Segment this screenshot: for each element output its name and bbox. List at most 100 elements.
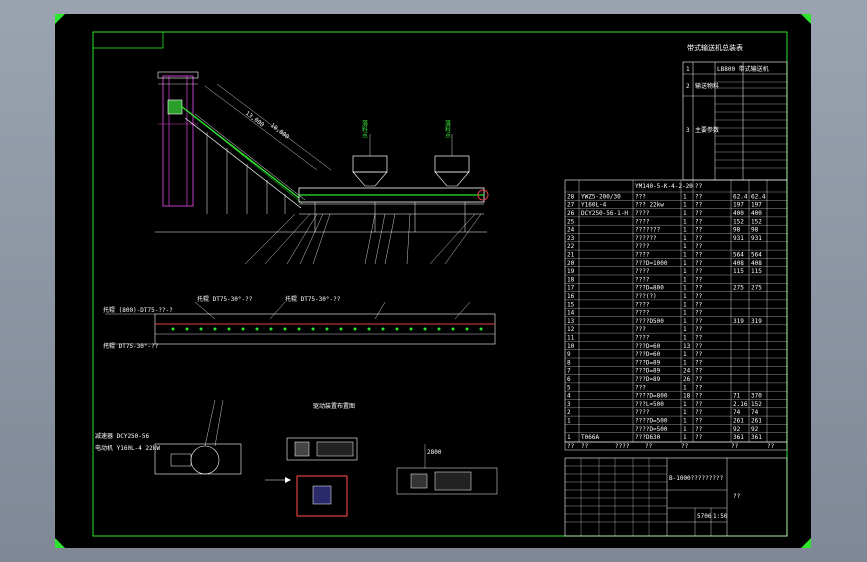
parts-cell-num: 8 bbox=[567, 359, 571, 366]
layout-title: 驱动装置布置图 bbox=[313, 402, 355, 410]
parts-cell-qty: 1 bbox=[683, 252, 687, 259]
parts-cell-qty: 1 bbox=[683, 310, 687, 317]
parts-cell-qty: 1 bbox=[683, 260, 687, 267]
parts-cell-name: ???D=60 bbox=[635, 351, 661, 358]
parts-cell-num: 1 bbox=[567, 418, 571, 425]
drive-pulley bbox=[190, 445, 220, 475]
parts-cell-w2: 261 bbox=[751, 418, 762, 425]
parts-cell-w1: 62.4 bbox=[733, 193, 748, 200]
parts-cell-name: ???? bbox=[635, 301, 650, 308]
plan-label-d: 托辊 DT75-30°-?? bbox=[285, 295, 341, 303]
parts-cell-num: 27 bbox=[567, 202, 575, 209]
plan-view: 托辊 (800)-DT75-??-? 托辊 DT75-30°-?? 托辊 DT7… bbox=[103, 295, 496, 350]
parts-cell-num: 24 bbox=[567, 227, 575, 234]
footer-header-cell: ?? bbox=[681, 443, 689, 450]
parts-cell-name: ???D=1000 bbox=[635, 260, 668, 267]
frame-tag-box bbox=[92, 31, 164, 49]
parts-cell-mat: ?? bbox=[695, 376, 703, 383]
parts-cell-w1: 261 bbox=[733, 418, 744, 425]
parts-cell-qty: 1 bbox=[683, 285, 687, 292]
footer-header-cell: ?? bbox=[731, 443, 739, 450]
parts-cell-num: 16 bbox=[567, 293, 575, 300]
spec-block: 带式输送机总装表 1 LB800 带式输送机 2 输送物料 3 主要参数 bbox=[682, 43, 788, 181]
parts-cell-qty: 1 bbox=[683, 202, 687, 209]
feed-label-1: 落料点 bbox=[361, 119, 368, 139]
parts-cell-w1: 408 bbox=[733, 260, 744, 267]
parts-cell-mat: ?? bbox=[695, 393, 703, 400]
parts-cell-num: 22 bbox=[567, 243, 575, 250]
parts-cell-num: 3 bbox=[567, 401, 571, 408]
parts-cell-name: ??? bbox=[635, 193, 646, 200]
parts-cell-mat: ?? bbox=[695, 235, 703, 242]
parts-cell-name: ???? bbox=[635, 310, 650, 317]
head-tower bbox=[162, 75, 194, 207]
svg-text:10,000: 10,000 bbox=[269, 122, 291, 141]
parts-cell-mat: ?? bbox=[695, 252, 703, 259]
parts-cell-qty: 1 bbox=[683, 351, 687, 358]
parts-cell-num: 21 bbox=[567, 252, 575, 259]
title-block: B-1000????????? ?? 5706 1:50 bbox=[564, 457, 788, 537]
parts-cell-qty: 24 bbox=[683, 368, 691, 375]
parts-cell-qty: 1 bbox=[683, 426, 687, 433]
parts-cell-w1: 400 bbox=[733, 210, 744, 217]
parts-cell-qty: 1 bbox=[683, 268, 687, 275]
parts-cell-num: 25 bbox=[567, 218, 575, 225]
drive-detail: 减速器 DCY250-56 电动机 Y160L-4 22kW 驱动装置布置图 2… bbox=[95, 399, 498, 517]
parts-cell-num: 23 bbox=[567, 235, 575, 242]
parts-cell-qty: 1 bbox=[683, 326, 687, 333]
parts-cell-code: YWZ5-200/30 bbox=[581, 193, 621, 200]
parts-cell-name: ????D=500 bbox=[635, 418, 668, 425]
parts-cell-mat: ?? bbox=[695, 426, 703, 433]
parts-cell-name: ????D=500 bbox=[635, 426, 668, 433]
spec-item-3: 主要参数 bbox=[695, 126, 719, 134]
drawing-sheet: 13,000 10,000 落料点 落料点 bbox=[55, 14, 811, 548]
parts-cell-w2: 197 bbox=[751, 202, 762, 209]
parts-cell-w2: 931 bbox=[751, 235, 762, 242]
tail-pulley bbox=[477, 189, 489, 201]
parts-cell-qty: 13 bbox=[683, 343, 691, 350]
parts-cell-name: ???? bbox=[635, 268, 650, 275]
head-pulley bbox=[167, 99, 183, 115]
parts-cell-mat: ?? bbox=[695, 409, 703, 416]
parts-cell-w2: 62.4 bbox=[751, 193, 766, 200]
title-box-title: 带式输送机总装表 bbox=[687, 43, 743, 52]
parts-cell-name: ???? bbox=[635, 252, 650, 259]
title-block-scale: 1:50 bbox=[713, 513, 728, 520]
parts-cell-num: 12 bbox=[567, 326, 575, 333]
parts-cell-name: ??? 22kw bbox=[635, 202, 664, 209]
parts-cell-num: 20 bbox=[567, 260, 575, 267]
parts-cell-num: 17 bbox=[567, 285, 575, 292]
parts-cell-num: 26 bbox=[567, 210, 575, 217]
parts-cell-w2: 564 bbox=[751, 252, 762, 259]
parts-cell-mat: ?? bbox=[695, 384, 703, 391]
spec-no-3: 3 bbox=[686, 127, 690, 134]
plan-label-a: 托辊 (800)-DT75-??-? bbox=[103, 306, 173, 314]
parts-cell-name: ???? bbox=[635, 210, 650, 217]
parts-cell-mat: ?? bbox=[695, 243, 703, 250]
parts-cell-mat: ?? bbox=[695, 351, 703, 358]
parts-cell-num: 10 bbox=[567, 343, 575, 350]
parts-cell-mat: ?? bbox=[695, 418, 703, 425]
parts-cell-qty: 1 bbox=[683, 418, 687, 425]
parts-cell-mat: ?? bbox=[695, 227, 703, 234]
parts-cell-num: 13 bbox=[567, 318, 575, 325]
parts-cell-w1: 98 bbox=[733, 227, 741, 234]
parts-cell-w2: 74 bbox=[751, 409, 759, 416]
parts-cell-mat: ?? bbox=[695, 335, 703, 342]
parts-cell-mat: ?? bbox=[695, 293, 703, 300]
parts-cell-mat: ?? bbox=[695, 210, 703, 217]
parts-cell-num: 14 bbox=[567, 310, 575, 317]
parts-cell-name: ???L=500 bbox=[635, 401, 664, 408]
parts-cell-mat: ?? bbox=[695, 268, 703, 275]
parts-cell-w1: 931 bbox=[733, 235, 744, 242]
parts-header-qty: ?? bbox=[695, 183, 703, 190]
parts-cell-name: ???? bbox=[635, 335, 650, 342]
motor-label-2: 电动机 Y160L-4 22kW bbox=[95, 444, 160, 452]
parts-cell-mat: ?? bbox=[695, 301, 703, 308]
footer-header-cell: ?? bbox=[567, 443, 575, 450]
spec-value-1: LB800 带式输送机 bbox=[717, 65, 769, 73]
parts-cell-w2: 370 bbox=[751, 393, 762, 400]
spec-no-1: 1 bbox=[686, 66, 690, 73]
